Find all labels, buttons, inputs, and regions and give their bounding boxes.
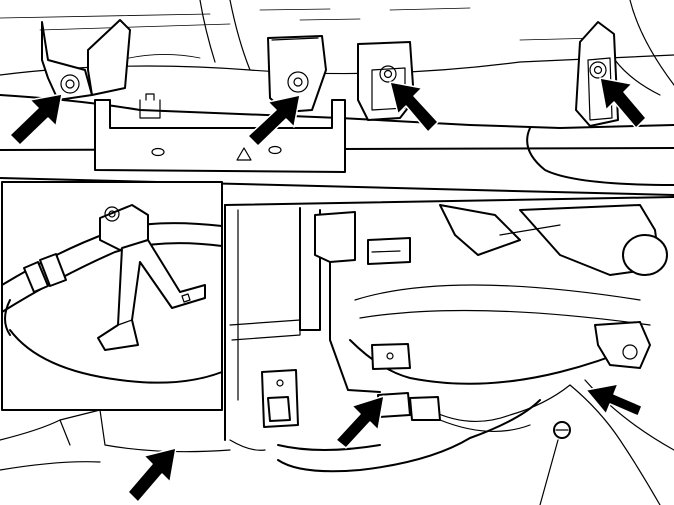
callout-arrows [9,77,647,503]
mount-clip-3 [357,41,415,121]
mount-clip-4 [575,21,619,127]
callout-arrow-3 [389,81,439,133]
steering-column-assembly [224,204,668,441]
mount-clip-2 [267,35,327,113]
callout-arrow-5 [335,395,385,449]
callout-arrow-1 [9,93,63,146]
callout-arrow-4 [599,77,647,129]
wiring-harness [261,369,674,505]
mount-clip-1 [41,19,131,101]
callout-arrow-7 [127,447,177,503]
callout-arrow-6 [585,383,643,417]
callout-arrow-2 [247,94,301,147]
dashboard-background-lines [0,0,674,96]
lower-body-lines [0,409,266,471]
mounting-bracket [94,93,346,173]
inset-detail-panel [1,181,223,411]
